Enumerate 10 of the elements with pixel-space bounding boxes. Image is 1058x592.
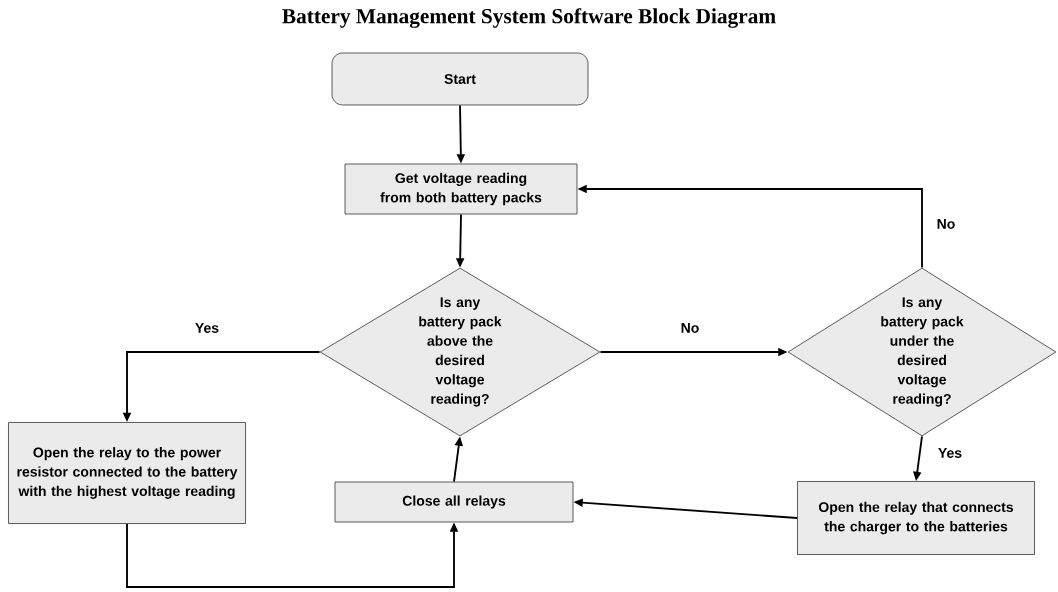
process-box: Get voltage reading from both battery packs	[344, 163, 578, 215]
edge-label: No	[681, 323, 699, 333]
edge-label: Yes	[195, 323, 219, 333]
process-box: Close all relays	[334, 481, 574, 523]
start-box: Start	[331, 52, 589, 106]
process-box: Open the relay that connects the charger to the batteries	[797, 481, 1035, 555]
title: Battery Management System Software Block Diagram	[282, 8, 776, 28]
process-box: Open the relay to the power resistor connected to the battery with the highest voltage reading	[8, 422, 246, 524]
edge-label: Yes	[938, 448, 962, 458]
edge-label: No	[937, 219, 955, 229]
